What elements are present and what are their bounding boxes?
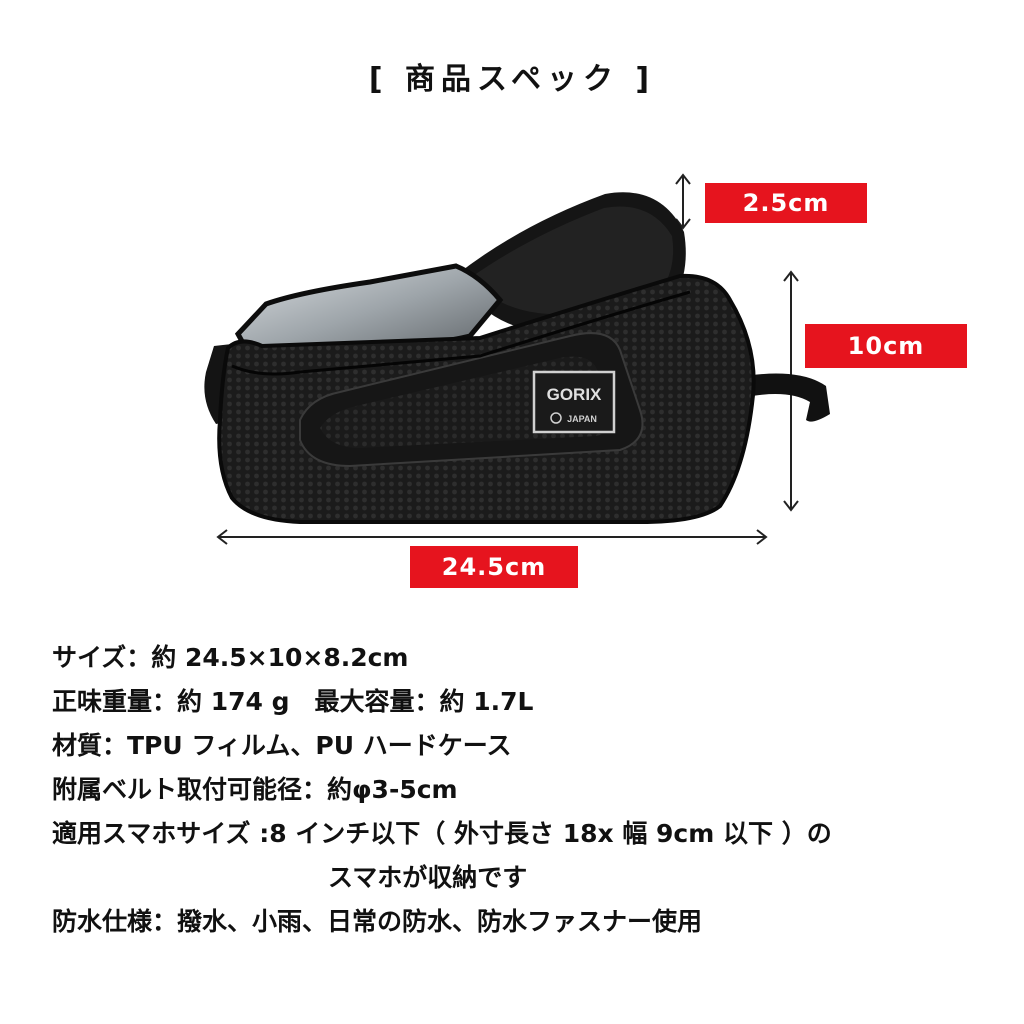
zipper-line [231, 290, 691, 376]
spec-size: サイズ：約 24.5×10×8.2cm [52, 643, 409, 672]
product-illustration-area: GORIX JAPAN 2.5cm 10cm 24.5cm [204, 173, 967, 588]
dimension-label-top: 2.5cm [705, 183, 867, 223]
dimension-label-height: 10cm [805, 324, 967, 368]
brand-logo: GORIX JAPAN [532, 370, 616, 434]
spec-weight-capacity: 正味重量：約 174 g 最大容量：約 1.7L [52, 687, 534, 716]
dimension-label-width: 24.5cm [410, 546, 578, 588]
spec-belt-diameter: 附属ベルト取付可能径：約φ3-5cm [52, 775, 458, 804]
spec-list: サイズ：約 24.5×10×8.2cm 正味重量：約 174 g 最大容量：約 … [52, 636, 992, 944]
spec-phone-size-cont: スマホが収納です [328, 863, 528, 892]
spec-waterproof: 防水仕様：撥水、小雨、日常の防水、防水ファスナー使用 [52, 907, 703, 936]
bag-illustration: GORIX JAPAN [204, 173, 830, 545]
brand-logo-text: GORIX [547, 385, 602, 404]
page-title: [ 商品スペック ] [368, 62, 656, 97]
brand-logo-sub: JAPAN [567, 414, 597, 424]
spec-material: 材質：TPU フィルム、PU ハードケース [52, 731, 512, 760]
spec-phone-size: 適用スマホサイズ :8 インチ以下（ 外寸長さ 18x 幅 9cm 以下 ）の [52, 819, 832, 848]
strap-right [745, 373, 830, 422]
phone-window [238, 266, 500, 356]
